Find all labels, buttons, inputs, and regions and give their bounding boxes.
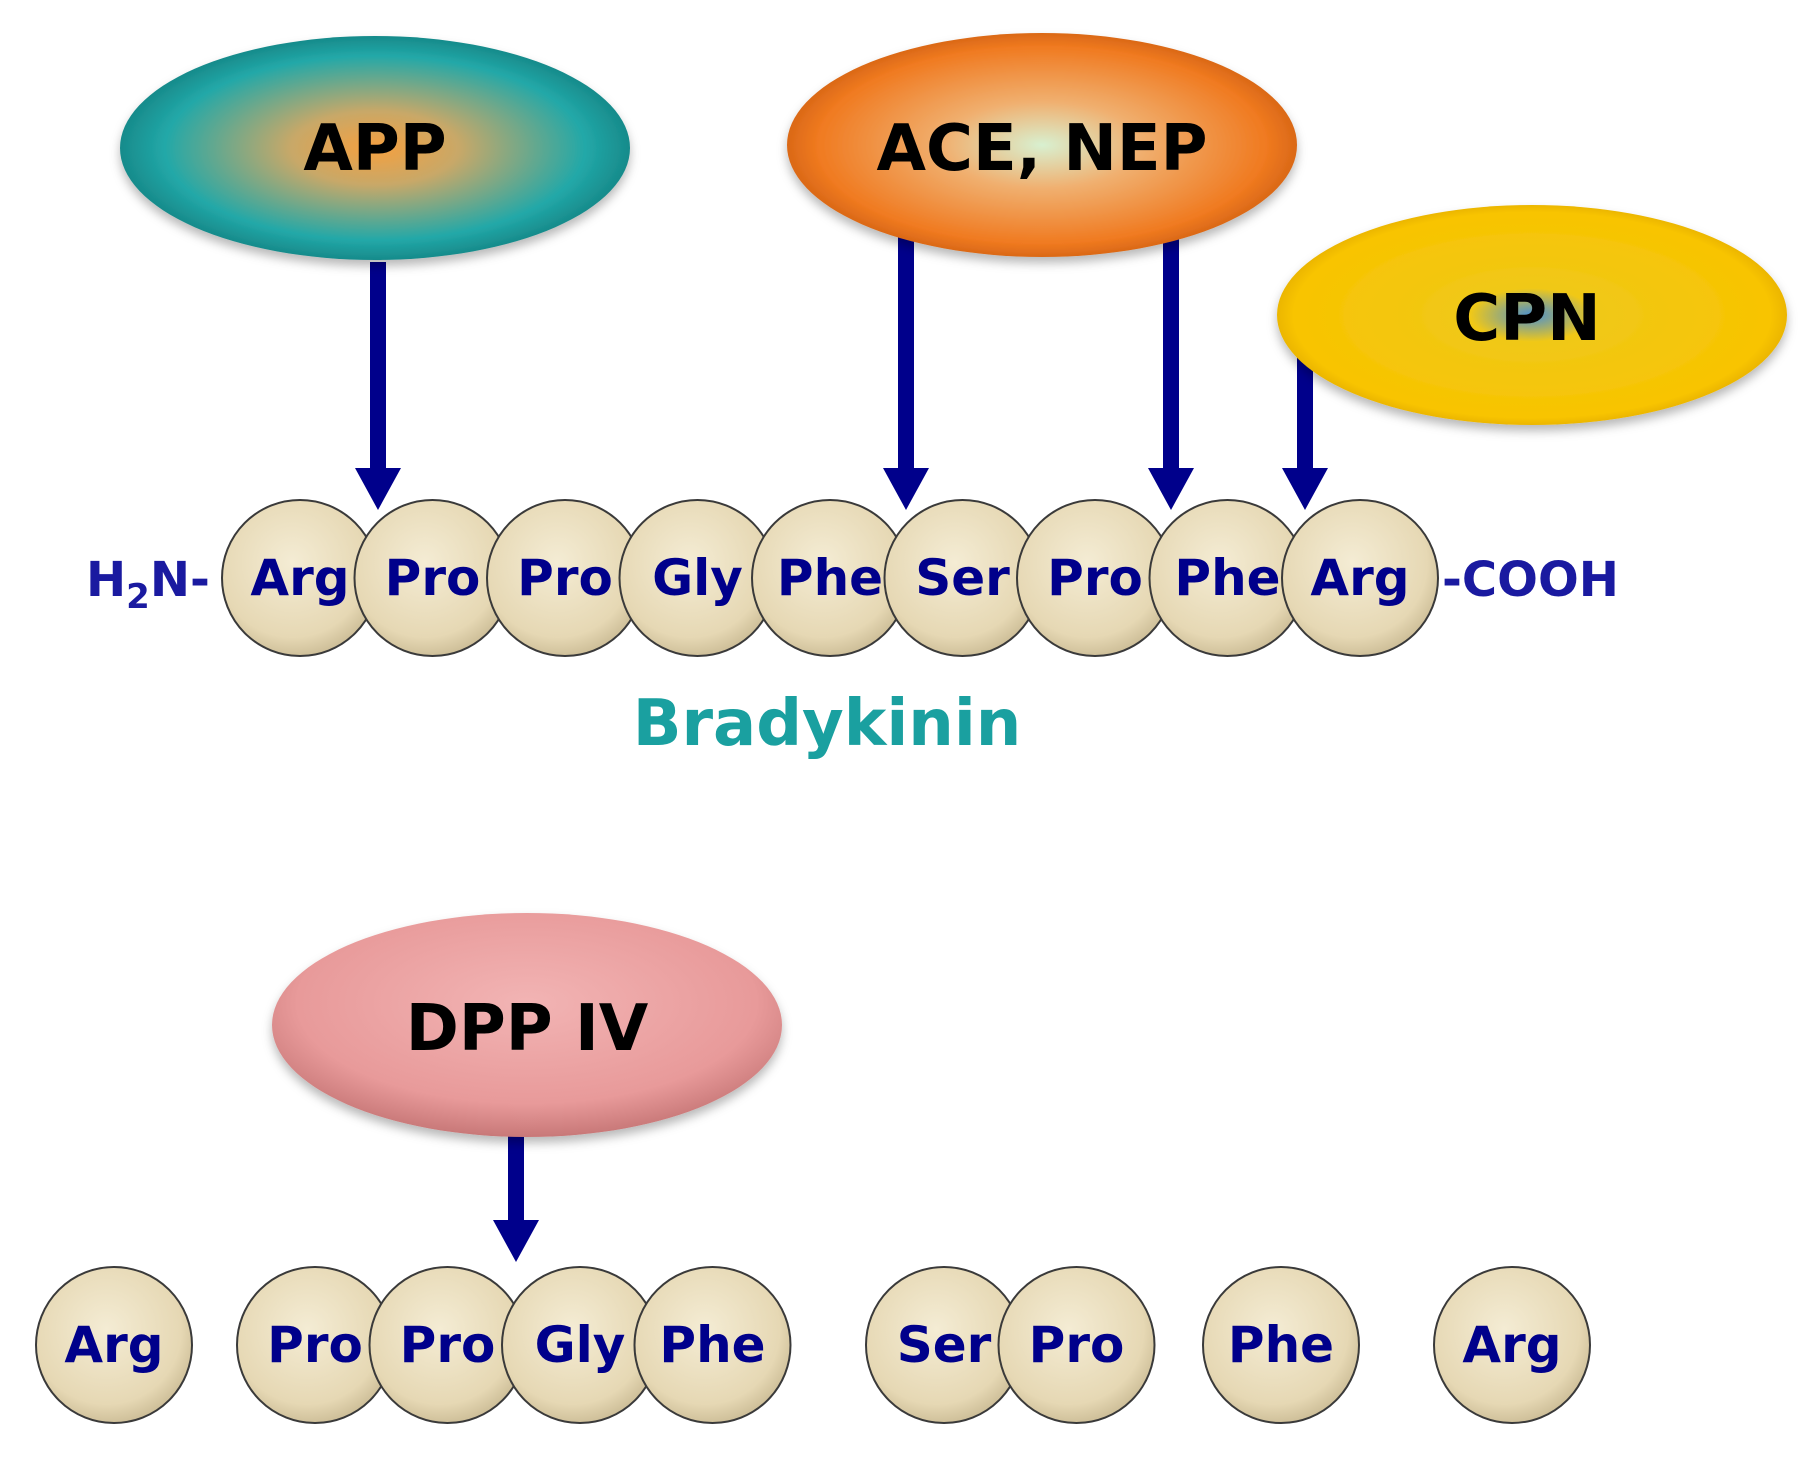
residue-label: Phe <box>659 1316 765 1374</box>
residue-circle <box>1281 499 1439 657</box>
fragment-2-residue-4: Phe <box>633 1266 792 1424</box>
residue-circle <box>1433 1266 1591 1424</box>
residue-label: Pro <box>267 1316 363 1374</box>
cleavage-fragments: Arg Pro Pro Gly Phe Ser Pro Phe Arg <box>35 1266 1591 1424</box>
residue-label: Arg <box>250 549 349 607</box>
fragment-3: Ser Pro <box>865 1266 1156 1424</box>
c-terminus: -COOH <box>1442 552 1619 608</box>
residue-label: Arg <box>1310 549 1409 607</box>
residue-circle <box>997 1266 1156 1424</box>
residue-label: Phe <box>1174 549 1280 607</box>
cleavage-arrows <box>355 235 1328 1262</box>
peptide-residue-4: Gly <box>618 499 777 657</box>
fragment-3-residue-1: Ser <box>865 1266 1023 1424</box>
fragment-5: Arg <box>1433 1266 1591 1424</box>
peptide-residue-1: Arg <box>221 499 379 657</box>
peptide-residue-9: Arg <box>1281 499 1439 657</box>
residue-label: Gly <box>535 1316 626 1374</box>
fragment-3-residue-2: Pro <box>997 1266 1156 1424</box>
bradykinin-peptide-chain: Arg Pro Pro Gly Phe Ser Pro Phe Arg <box>221 499 1439 657</box>
fragment-2: Pro Pro Gly Phe <box>236 1266 792 1424</box>
residue-circle <box>35 1266 193 1424</box>
residue-circle <box>633 1266 792 1424</box>
residue-label: Pro <box>1047 549 1143 607</box>
fragment-1: Arg <box>35 1266 193 1424</box>
nep-arrow <box>1148 235 1194 510</box>
residue-label: Phe <box>1228 1316 1334 1374</box>
fragment-2-residue-1: Pro <box>236 1266 394 1424</box>
enzyme-dpp-iv: DPP IV <box>272 913 782 1137</box>
residue-label: Phe <box>777 549 883 607</box>
fragment-5-residue-1: Arg <box>1433 1266 1591 1424</box>
fragment-1-residue-1: Arg <box>35 1266 193 1424</box>
fragment-4-residue-1: Phe <box>1202 1266 1360 1424</box>
n-terminus: H2N- <box>86 552 210 617</box>
enzyme-cpn: CPN <box>1277 205 1787 425</box>
enzyme-app: APP <box>120 36 630 260</box>
peptide-residue-6: Ser <box>883 499 1042 657</box>
peptide-residue-7: Pro <box>1016 499 1174 657</box>
bradykinin-title: Bradykinin <box>633 687 1022 761</box>
residue-label: Arg <box>64 1316 163 1374</box>
peptide-residue-2: Pro <box>353 499 512 657</box>
residue-label: Pro <box>400 1316 496 1374</box>
residue-label: Gly <box>652 549 743 607</box>
cpn-arrow <box>1282 355 1328 510</box>
ace-arrow <box>883 235 929 510</box>
enzyme-app-label: APP <box>303 112 446 186</box>
residue-label: Pro <box>1029 1316 1125 1374</box>
enzyme-dpp-iv-label: DPP IV <box>406 992 649 1066</box>
enzyme-ace-nep-label: ACE, NEP <box>877 112 1208 186</box>
residue-label: Ser <box>915 549 1010 607</box>
residue-label: Pro <box>385 549 481 607</box>
fragment-2-residue-3: Gly <box>501 1266 659 1424</box>
dpp-arrow <box>493 1130 539 1262</box>
peptide-residue-5: Phe <box>751 499 909 657</box>
residue-label: Pro <box>517 549 613 607</box>
peptide-residue-3: Pro <box>486 499 644 657</box>
residue-label: Ser <box>897 1316 992 1374</box>
fragment-2-residue-2: Pro <box>368 1266 527 1424</box>
enzyme-cpn-label: CPN <box>1453 282 1600 356</box>
residue-circle <box>1202 1266 1360 1424</box>
app-arrow <box>355 262 401 510</box>
residue-label: Arg <box>1462 1316 1561 1374</box>
enzyme-ace-nep: ACE, NEP <box>787 33 1297 257</box>
fragment-4: Phe <box>1202 1266 1360 1424</box>
